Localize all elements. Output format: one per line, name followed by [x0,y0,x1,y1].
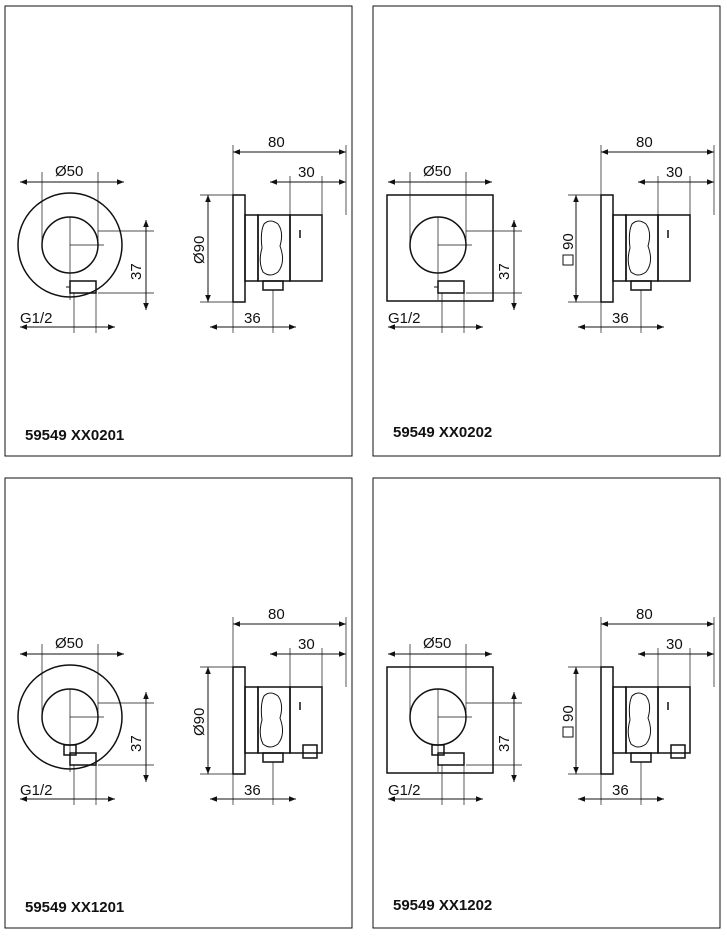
side-view: 80 30 Ø90 36 [191,606,347,805]
rose-size-label: Ø90 [191,236,208,264]
depth-part-label: 30 [666,164,683,181]
side-outlet [670,744,686,759]
depth-total-label: 80 [268,606,285,623]
thread-label: G1/2 [388,782,421,799]
panel-frame [4,5,353,457]
side-view: 80 30 Ø90 36 [191,134,347,333]
rose-size-label: 90 [560,705,577,722]
rose-outline [386,666,494,774]
rose-plate [600,194,614,303]
rose-plate [600,666,614,775]
front-dia-label: Ø50 [423,163,451,180]
outlet-nut [437,280,465,294]
product-code: 59549 XX0202 [393,424,492,441]
offset-label: 36 [612,310,629,327]
side-view: 80 30 90 36 [560,606,715,805]
panel-3: Ø50 37 G1/2 80 30 [4,477,353,929]
valve-body [657,686,691,754]
outlet-thread [262,280,284,291]
rose-outline [386,194,494,302]
rose-plate [232,666,246,775]
valve-body [657,214,691,282]
height-label: 37 [496,263,513,280]
depth-part-label: 30 [298,164,315,181]
product-code: 59549 XX1201 [25,899,124,916]
panel-frame [372,5,721,457]
rose-plate [232,194,246,303]
front-dia-label: Ø50 [55,635,83,652]
offset-label: 36 [244,782,261,799]
panel-4: Ø50 37 G1/2 80 30 [372,477,721,929]
product-code: 59549 XX1202 [393,897,492,914]
panel-1: Ø50 37 G1/2 80 [4,5,353,457]
offset-label: 36 [244,310,261,327]
handle-shape [259,220,284,276]
panel-2: Ø50 37 G1/2 80 30 [372,5,721,457]
front-dia-label: Ø50 [55,163,83,180]
height-label: 37 [496,735,513,752]
handle-shape [627,692,652,748]
offset-label: 36 [612,782,629,799]
depth-total-label: 80 [268,134,285,151]
thread-label: G1/2 [20,782,53,799]
outlet-thread [630,280,652,291]
rose-size-label: 90 [560,233,577,250]
front-view: Ø50 37 G1/2 [17,635,154,805]
panel-frame [372,477,721,929]
thread-label: G1/2 [20,310,53,327]
valve-body [289,686,323,754]
outlet-nut [69,280,97,294]
depth-part-label: 30 [298,636,315,653]
depth-total-label: 80 [636,134,653,151]
depth-part-label: 30 [666,636,683,653]
outlet-thread [630,752,652,763]
handle-shape [627,220,652,276]
front-view: Ø50 37 G1/2 [17,163,154,333]
handle-shape [259,692,284,748]
panel-frame [4,477,353,929]
product-code: 59549 XX0201 [25,427,124,444]
side-view: 80 30 90 36 [560,134,715,333]
rose-size-label: Ø90 [191,708,208,736]
side-outlet [302,744,318,759]
square-outline-icon [562,726,574,738]
front-dia-label: Ø50 [423,635,451,652]
height-label: 37 [128,263,145,280]
front-view: Ø50 37 G1/2 [386,163,522,333]
depth-total-label: 80 [636,606,653,623]
height-label: 37 [128,735,145,752]
thread-label: G1/2 [388,310,421,327]
outlet-thread [262,752,284,763]
front-view: Ø50 37 G1/2 [386,635,522,805]
valve-body [289,214,323,282]
square-outline-icon [562,254,574,266]
